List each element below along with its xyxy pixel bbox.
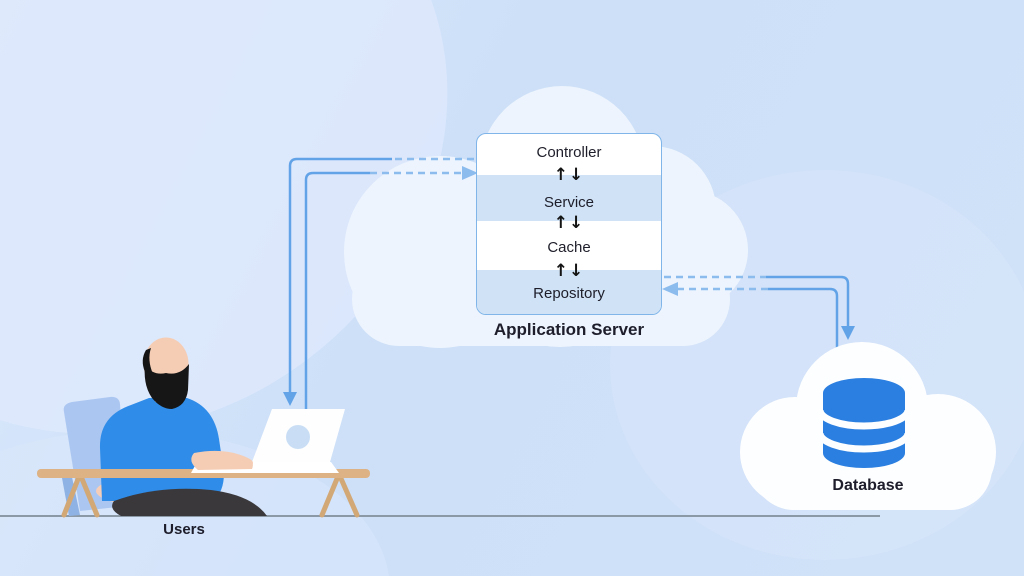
laptop-logo-icon [286, 425, 310, 449]
database-caption: Database [832, 477, 904, 494]
desk-legs [61, 471, 360, 518]
down-arrowhead-icon [283, 392, 297, 406]
request-line-solid [304, 171, 370, 412]
down-arrow-icon: ↓ [569, 165, 585, 185]
desk-leg [61, 471, 83, 518]
database-to-server-response-line [662, 282, 839, 366]
up-arrow-icon: ↑ [553, 213, 569, 233]
server-to-user-response-line [283, 157, 474, 406]
user-illustration [37, 337, 370, 518]
layer-controller: Controller [536, 144, 602, 161]
up-down-arrows-icon: ↑↓ [477, 163, 661, 187]
cylinder-separator [816, 409, 912, 430]
down-arrow-icon: ↓ [569, 261, 585, 281]
request-line-solid [766, 275, 850, 326]
desk-leg [319, 471, 342, 518]
layer-repository: Repository [533, 285, 605, 302]
up-down-arrows-icon: ↑↓ [477, 211, 661, 235]
desk-leg [77, 471, 100, 518]
left-arrowhead-icon [662, 282, 678, 296]
person-pants [112, 488, 268, 516]
server-to-database-request-line [664, 275, 855, 340]
desk-leg [336, 471, 360, 518]
down-arrowhead-icon [841, 326, 855, 340]
cylinder-separator [816, 432, 912, 453]
right-arrowhead-icon [462, 166, 478, 180]
database-icon [816, 378, 912, 468]
application-server-caption: Application Server [493, 320, 645, 339]
stripe [477, 175, 661, 221]
person-beard [144, 364, 189, 409]
users-caption: Users [163, 521, 205, 538]
layer-cache: Cache [547, 239, 591, 256]
layer-service: Service [543, 194, 595, 211]
up-down-arrows-icon: ↑↓ [477, 259, 661, 283]
application-server-box: Controller ↑↓ Service ↑↓ Cache ↑↓ Reposi… [476, 133, 662, 315]
up-arrow-icon: ↑ [553, 165, 569, 185]
person-torso [99, 398, 224, 501]
down-arrow-icon: ↓ [569, 213, 585, 233]
response-line-solid [288, 157, 392, 392]
stripe [477, 270, 661, 314]
response-line-solid [768, 287, 839, 366]
user-to-server-request-line [304, 166, 478, 412]
person-hand [227, 457, 253, 469]
up-arrow-icon: ↑ [553, 261, 569, 281]
